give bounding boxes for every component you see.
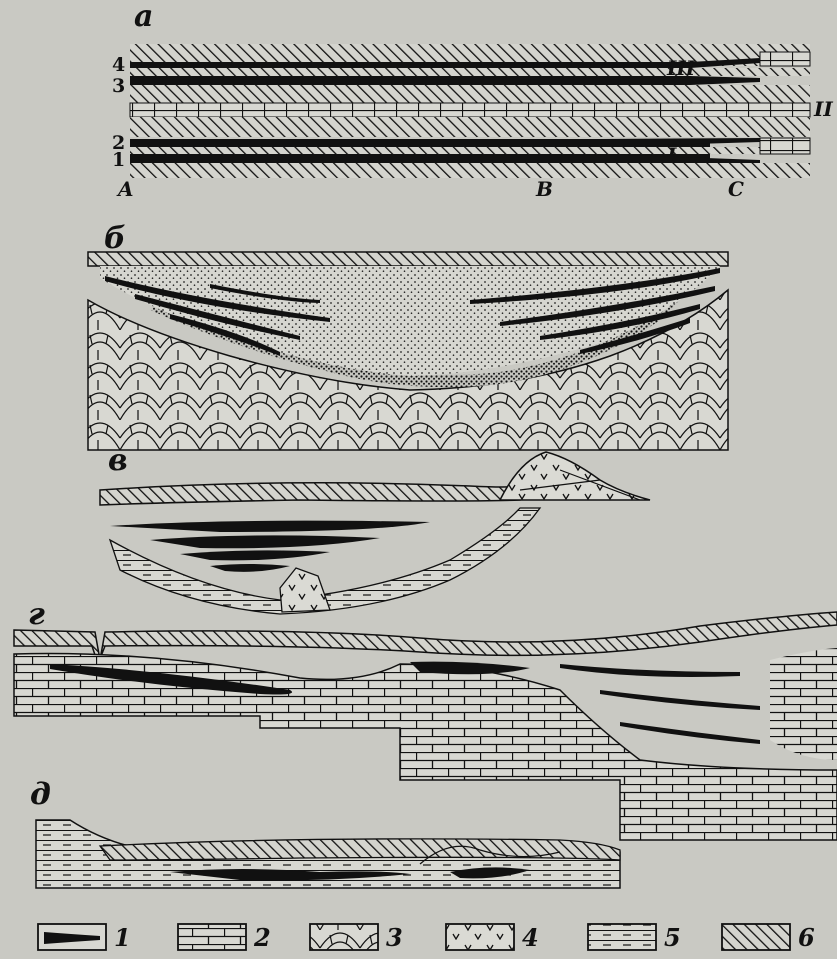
panel-d-cover-layer	[100, 839, 620, 860]
panel-a-roman-III: III	[666, 56, 696, 80]
panel-a-hatch-mid-1	[130, 85, 810, 103]
panel-b-cover-layer	[88, 252, 728, 266]
legend-cover-swatch	[722, 924, 790, 950]
panel-a-hatch-mid-2	[130, 117, 810, 137]
panel-a-cover-bottom	[130, 163, 810, 178]
panel-a-seam-4	[130, 62, 690, 68]
panel-a-roman-I: I	[666, 143, 677, 167]
panel-g-section: г	[14, 597, 837, 840]
panel-v-cover-layer	[100, 483, 520, 505]
panel-b-section: б	[88, 221, 728, 450]
legend-item-2: 2	[178, 923, 271, 952]
panel-a-roman-II: II	[813, 97, 833, 121]
legend-num-2: 2	[253, 923, 271, 952]
panel-g-letter: г	[28, 597, 45, 632]
legend-item-5: 5	[588, 923, 681, 952]
legend-num-6: 6	[798, 923, 815, 952]
panel-a-letter: а	[134, 0, 153, 34]
panel-a-point-A: A	[116, 177, 134, 201]
panel-a-limestone-band-ii	[130, 103, 810, 117]
legend-shale-swatch	[588, 924, 656, 950]
panel-v-letter: в	[108, 443, 128, 478]
panel-a-limestone-wedge-iii	[760, 52, 810, 66]
panel-b-letter: б	[104, 221, 126, 256]
legend-item-4: 4	[446, 923, 539, 952]
legend-num-1: 1	[114, 923, 131, 952]
panel-g-reef-limestone-right	[770, 648, 837, 760]
legend-num-5: 5	[664, 923, 681, 952]
panel-d-letter: д	[30, 777, 51, 812]
panel-a-seam-3-pinch	[690, 76, 760, 85]
panel-a-limestone-wedge-i	[760, 138, 810, 154]
legend: 1 2 3 4 5 6	[38, 923, 815, 952]
panel-a-layer-num-4: 4	[112, 54, 125, 76]
panel-v-section: в	[100, 443, 650, 614]
legend-item-6: 6	[722, 923, 815, 952]
panel-d-section: д	[30, 777, 620, 888]
panel-a-point-B: B	[535, 177, 553, 201]
panel-a-layer-num-1: 1	[112, 149, 125, 171]
panel-a-parting-3-4	[130, 68, 810, 76]
panel-a-layer-num-3: 3	[112, 75, 125, 97]
legend-num-4: 4	[522, 923, 539, 952]
legend-limestone-swatch	[178, 924, 246, 950]
panel-v-volcanic-core	[280, 568, 330, 612]
legend-item-3: 3	[310, 923, 403, 952]
panel-a-point-C: C	[728, 177, 744, 201]
legend-num-3: 3	[386, 923, 403, 952]
legend-item-1: 1	[38, 923, 131, 952]
panel-a-section: а 4 3 2 1 III II I A B C	[112, 0, 833, 201]
panel-a-parting-1-2	[130, 147, 810, 154]
panel-a-seam-3	[130, 76, 690, 85]
legend-volcanics-swatch	[446, 924, 514, 950]
legend-folded-swatch	[310, 924, 378, 950]
